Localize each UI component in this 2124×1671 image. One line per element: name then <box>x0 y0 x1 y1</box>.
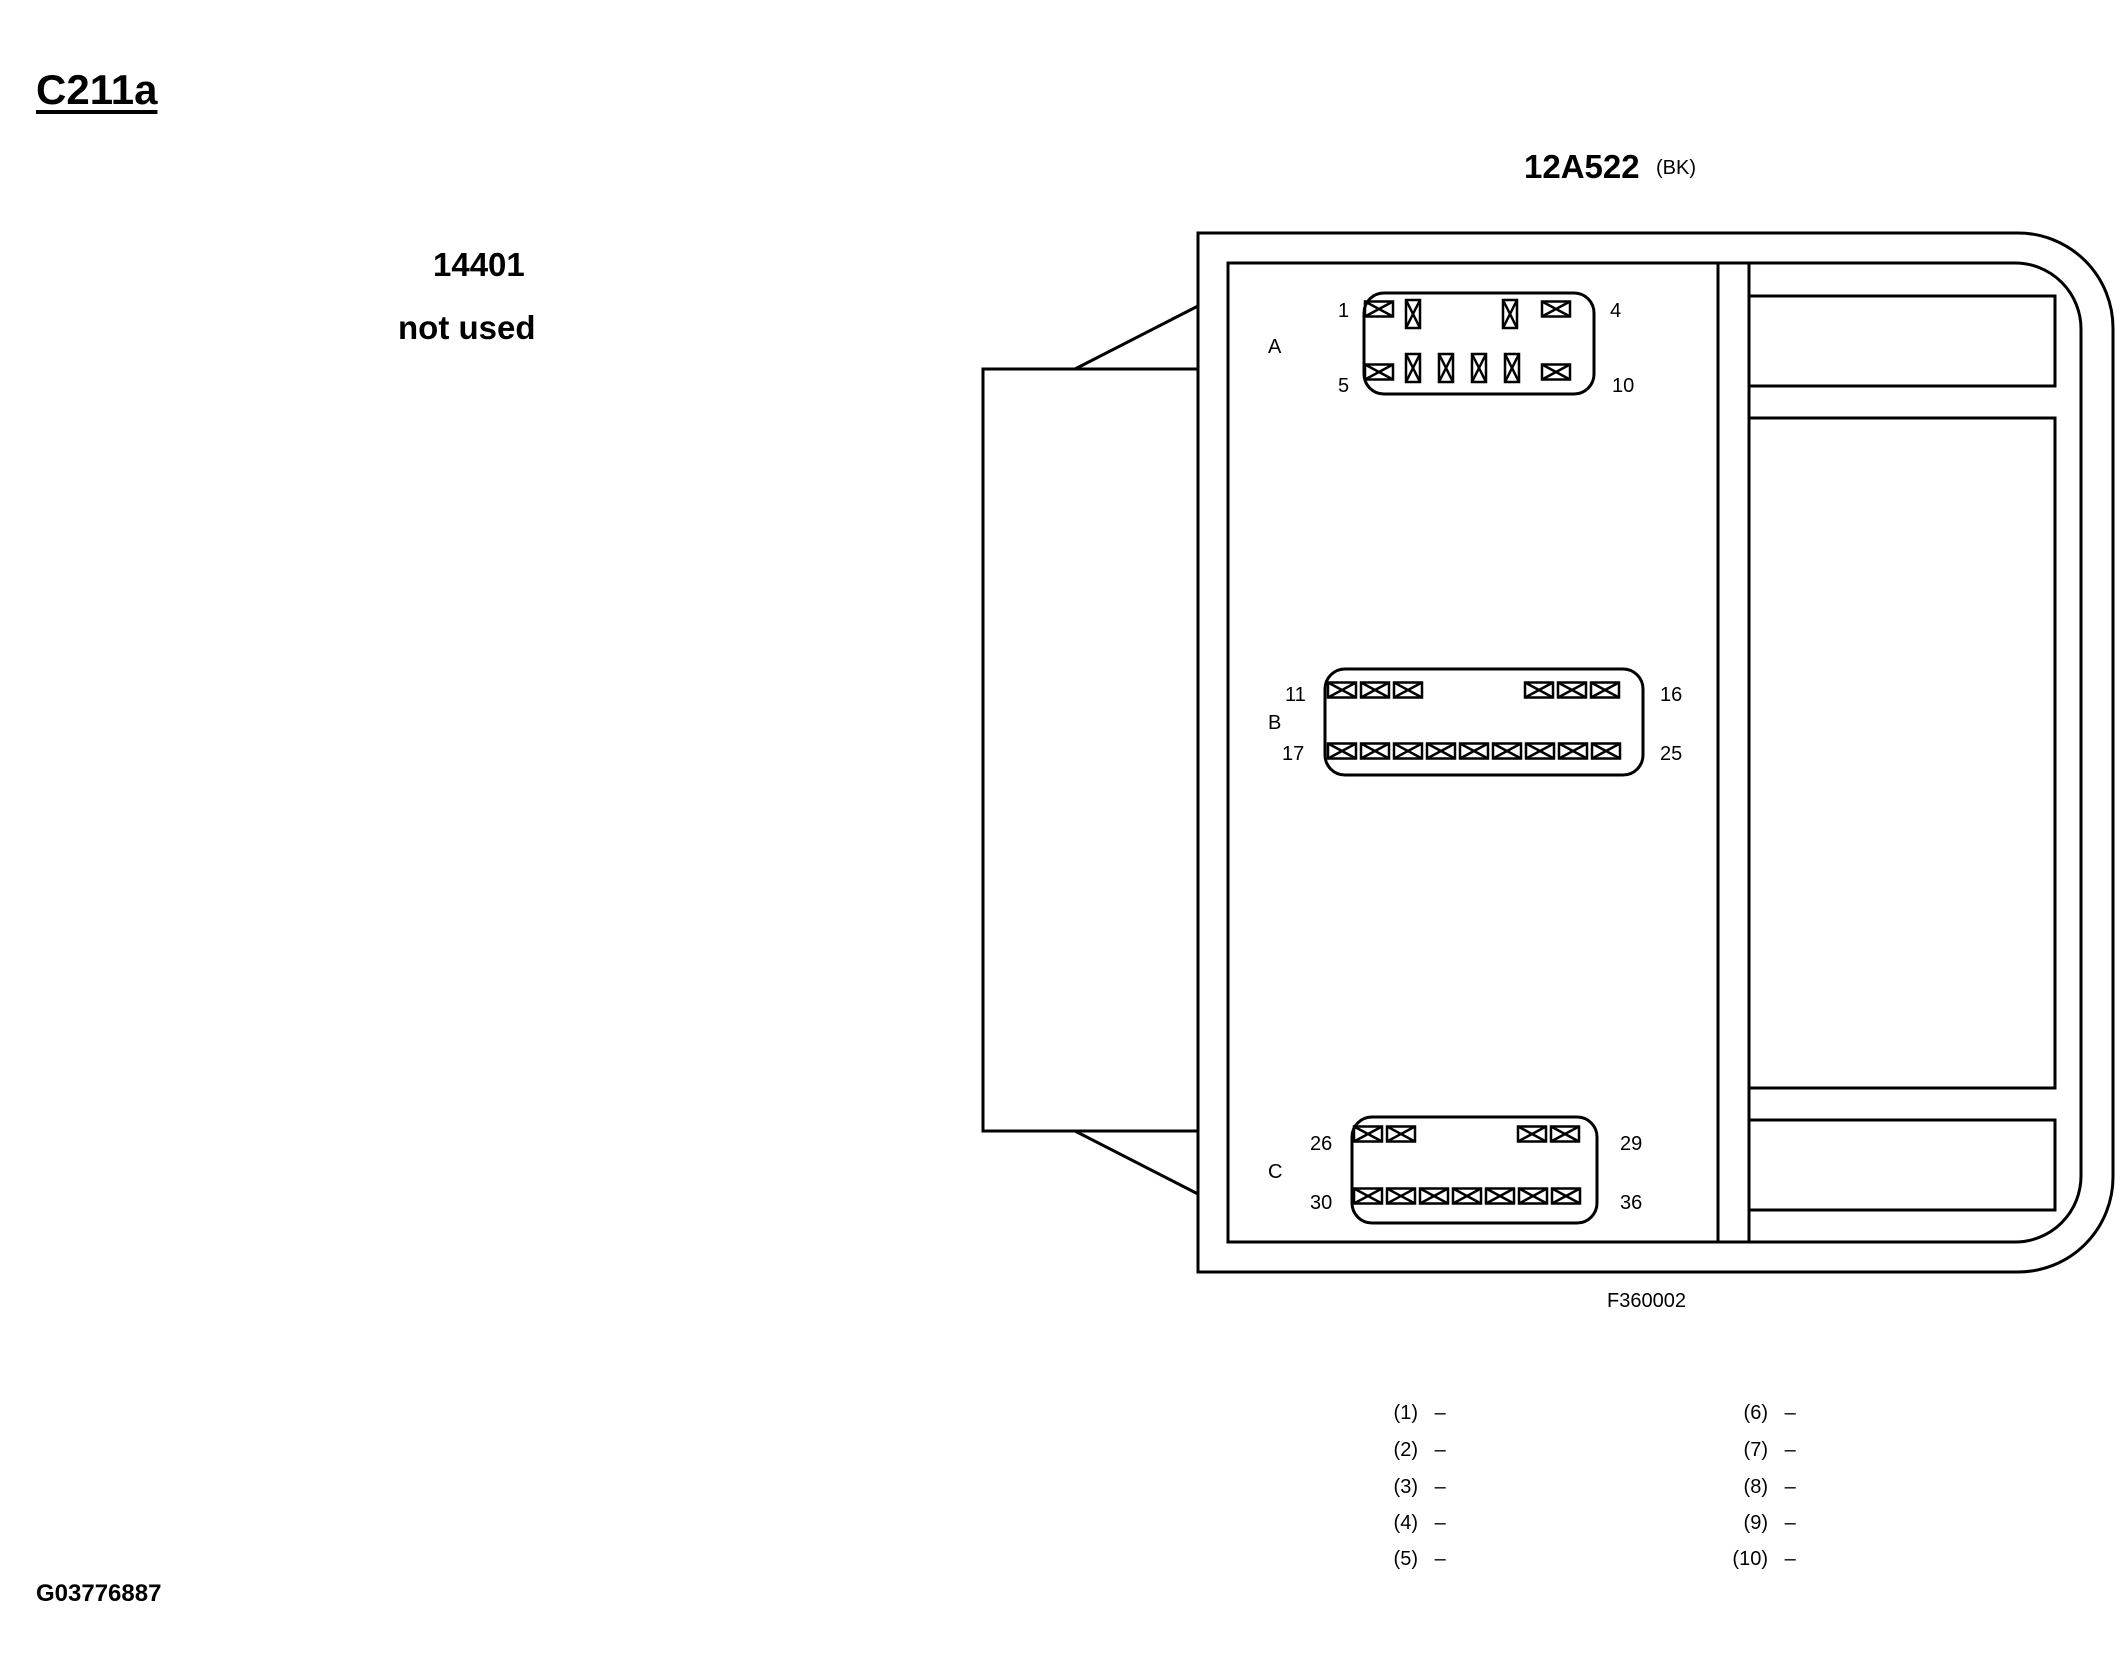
pin-cavity-4 <box>1540 300 1572 318</box>
pin-label-5: 5 <box>1338 375 1350 397</box>
pin-cavity-32 <box>1418 1187 1450 1205</box>
pin-cavity-22 <box>1491 742 1523 760</box>
pin-block-c <box>1350 1115 1599 1225</box>
pin-cavity-21 <box>1458 742 1490 760</box>
pin-cavity-10 <box>1540 363 1572 381</box>
connector-code: 12A522 <box>1524 148 1640 185</box>
pin-cavity-2 <box>1404 298 1422 330</box>
pin-cavity-17 <box>1326 742 1358 760</box>
legend-item-9: (9) – <box>1743 1512 1796 1534</box>
pin-label-11: 11 <box>1285 684 1306 706</box>
pin-label-25: 25 <box>1660 743 1683 765</box>
pin-cavity-36 <box>1550 1187 1582 1205</box>
legend-item-2: (2) – <box>1393 1439 1446 1461</box>
page-title: C211a <box>36 66 158 113</box>
pin-label-29: 29 <box>1620 1133 1643 1155</box>
housing-panel-top <box>1747 294 2057 388</box>
connector-latch <box>981 367 1200 1133</box>
pin-cavity-14 <box>1523 681 1555 699</box>
pin-cavity-24 <box>1557 742 1589 760</box>
latch-top-edge <box>1074 304 1199 371</box>
pin-label-16: 16 <box>1660 684 1683 706</box>
pin-label-1: 1 <box>1338 300 1350 322</box>
connector-housing-inner <box>1226 261 2083 1244</box>
pin-cavity-18 <box>1359 742 1391 760</box>
pin-cavity-30 <box>1352 1187 1384 1205</box>
pin-cavity-3 <box>1501 298 1519 330</box>
part-status: not used <box>398 309 536 346</box>
section-label-a: A <box>1268 336 1282 358</box>
pin-label-36: 36 <box>1620 1192 1643 1214</box>
pin-cavity-34 <box>1484 1187 1516 1205</box>
pin-cavity-25 <box>1590 742 1622 760</box>
pin-cavity-20 <box>1425 742 1457 760</box>
legend-item-5: (5) – <box>1393 1548 1446 1570</box>
pin-block-a <box>1362 291 1596 396</box>
pin-cavity-29 <box>1549 1125 1581 1143</box>
section-label-b: B <box>1268 712 1282 734</box>
pin-cavity-23 <box>1524 742 1556 760</box>
part-number: 14401 <box>433 246 525 283</box>
pin-label-17: 17 <box>1282 743 1305 765</box>
pin-cavity-33 <box>1451 1187 1483 1205</box>
legend-item-4: (4) – <box>1393 1512 1446 1534</box>
latch-bottom-edge <box>1074 1129 1199 1196</box>
pin-cavity-26 <box>1352 1125 1384 1143</box>
pin-block-b <box>1323 667 1645 777</box>
document-id: G03776887 <box>36 1580 162 1607</box>
pin-cavity-1 <box>1363 300 1395 318</box>
pin-cavity-7 <box>1437 352 1455 384</box>
housing-panel-bottom <box>1747 1118 2057 1212</box>
figure-id: F360002 <box>1607 1290 1686 1312</box>
pin-label-4: 4 <box>1610 300 1622 322</box>
pin-label-30: 30 <box>1310 1192 1333 1214</box>
pin-cavity-27 <box>1385 1125 1417 1143</box>
pin-cavity-35 <box>1517 1187 1549 1205</box>
pin-cavity-28 <box>1516 1125 1548 1143</box>
pin-cavity-13 <box>1392 681 1424 699</box>
pin-label-26: 26 <box>1310 1133 1333 1155</box>
pin-cavity-6 <box>1404 352 1422 384</box>
housing-panel-middle <box>1747 416 2057 1090</box>
section-label-c: C <box>1268 1161 1283 1183</box>
pin-cavity-19 <box>1392 742 1424 760</box>
legend-item-3: (3) – <box>1393 1476 1446 1498</box>
legend-item-8: (8) – <box>1743 1476 1796 1498</box>
pin-cavity-11 <box>1326 681 1358 699</box>
pin-cavity-16 <box>1589 681 1621 699</box>
connector-color: (BK) <box>1656 157 1696 179</box>
pin-cavity-5 <box>1363 363 1395 381</box>
connector-housing-outer <box>1196 231 2115 1274</box>
pin-cavity-12 <box>1359 681 1391 699</box>
pin-label-10: 10 <box>1612 375 1635 397</box>
pin-cavity-9 <box>1503 352 1521 384</box>
pin-cavity-15 <box>1556 681 1588 699</box>
legend-item-7: (7) – <box>1743 1439 1796 1461</box>
pin-cavity-31 <box>1385 1187 1417 1205</box>
legend-item-1: (1) – <box>1393 1402 1446 1424</box>
legend-item-10: (10) – <box>1732 1548 1796 1570</box>
pin-cavity-8 <box>1470 352 1488 384</box>
legend-item-6: (6) – <box>1743 1402 1796 1424</box>
